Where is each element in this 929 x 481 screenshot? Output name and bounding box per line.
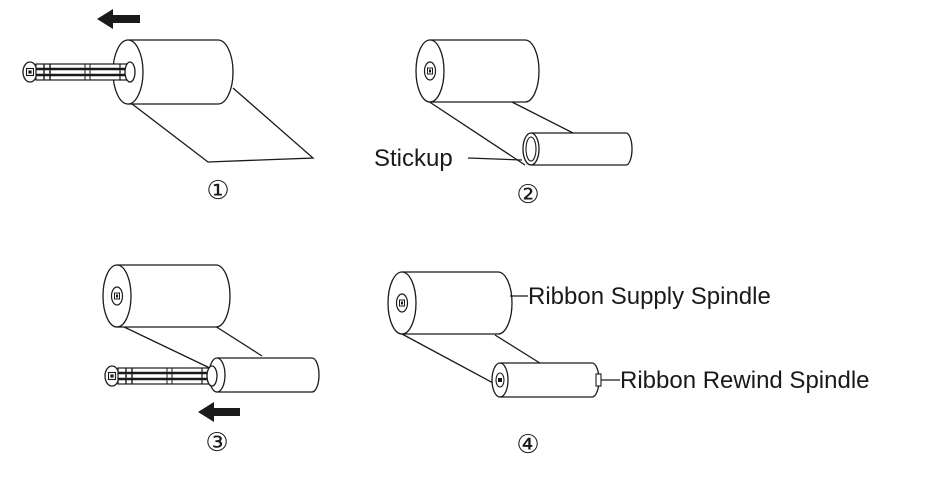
spindle-tip: [595, 373, 602, 387]
rewind-spindle-label: Ribbon Rewind Spindle: [620, 367, 870, 394]
rewind-core: [217, 357, 320, 393]
spindle: [103, 364, 219, 388]
step-4-illustration: Ribbon Supply Spindle Ribbon Rewind Spin…: [387, 271, 870, 460]
ribbon-edge: [401, 333, 496, 385]
stickup-leader-line: [467, 157, 523, 161]
supply-roll: [402, 271, 513, 335]
empty-core: [531, 132, 633, 166]
spindle: [21, 60, 137, 84]
stickup-label: Stickup: [374, 145, 453, 172]
rewind-roll: [500, 362, 600, 398]
ribbon-edge: [424, 98, 526, 166]
step-1-illustration: ①: [21, 9, 315, 206]
ribbon-edge: [214, 325, 263, 357]
step-2-illustration: Stickup ②: [374, 39, 633, 210]
ribbon-edge: [494, 334, 544, 366]
arrow-left-icon: [97, 9, 140, 29]
ribbon-roll: [128, 39, 234, 105]
step-number: ①: [206, 176, 229, 206]
step-number: ③: [205, 428, 228, 458]
supply-spindle-label: Ribbon Supply Spindle: [528, 283, 771, 310]
ribbon-roll: [117, 264, 231, 328]
ribbon-sheet: [122, 87, 315, 163]
step-number: ②: [516, 180, 539, 210]
step-3-illustration: ③: [102, 264, 320, 458]
arrow-left-icon: [198, 402, 240, 422]
ribbon-roll: [430, 39, 540, 103]
step-number: ④: [516, 430, 539, 460]
ribbon-edge: [121, 325, 215, 371]
ribbon-edge: [509, 100, 576, 135]
